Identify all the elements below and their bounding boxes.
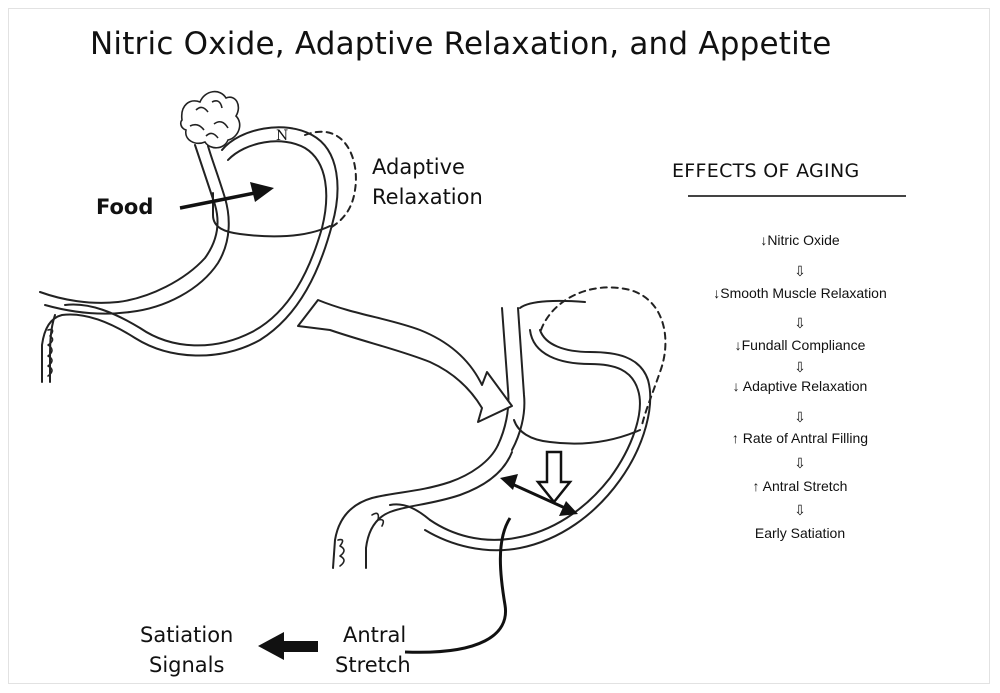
effect-item: ↓ Adaptive Relaxation (665, 378, 935, 394)
stomach-top (40, 127, 356, 382)
satiation-signals-label-line2: Signals (149, 652, 224, 679)
effect-item: ↑ Antral Stretch (665, 478, 935, 494)
transition-arrow (298, 300, 512, 422)
antral-stretch-double-arrow (500, 474, 578, 516)
down-arrow-icon: ⇩ (700, 360, 900, 374)
down-arrow-icon: ⇩ (700, 316, 900, 330)
effect-item: ↓Fundall Compliance (665, 337, 935, 353)
down-arrow-icon: ⇩ (700, 456, 900, 470)
adaptive-relaxation-label-line1: Adaptive (372, 154, 465, 181)
effect-item: ↑ Rate of Antral Filling (665, 430, 935, 446)
effect-item: Early Satiation (665, 525, 935, 541)
down-arrow-icon: ⇩ (700, 503, 900, 517)
antral-stretch-label-line2: Stretch (335, 652, 411, 679)
food-label: Food (96, 194, 153, 221)
adaptive-relaxation-label-line2: Relaxation (372, 184, 483, 211)
down-arrow-icon: ⇩ (700, 264, 900, 278)
filling-down-arrow (538, 452, 570, 502)
nerve-line (405, 518, 510, 652)
satiation-arrow (258, 632, 318, 660)
effect-item: ↓Smooth Muscle Relaxation (665, 285, 935, 301)
nitrergic-marker: N (276, 128, 288, 144)
effect-item: ↓Nitric Oxide (665, 232, 935, 248)
satiation-signals-label-line1: Satiation (140, 622, 233, 649)
antral-stretch-label-line1: Antral (343, 622, 406, 649)
food-bolus (181, 92, 240, 148)
effects-list: ↓Nitric Oxide ⇩ ↓Smooth Muscle Relaxatio… (700, 0, 900, 693)
down-arrow-icon: ⇩ (700, 410, 900, 424)
